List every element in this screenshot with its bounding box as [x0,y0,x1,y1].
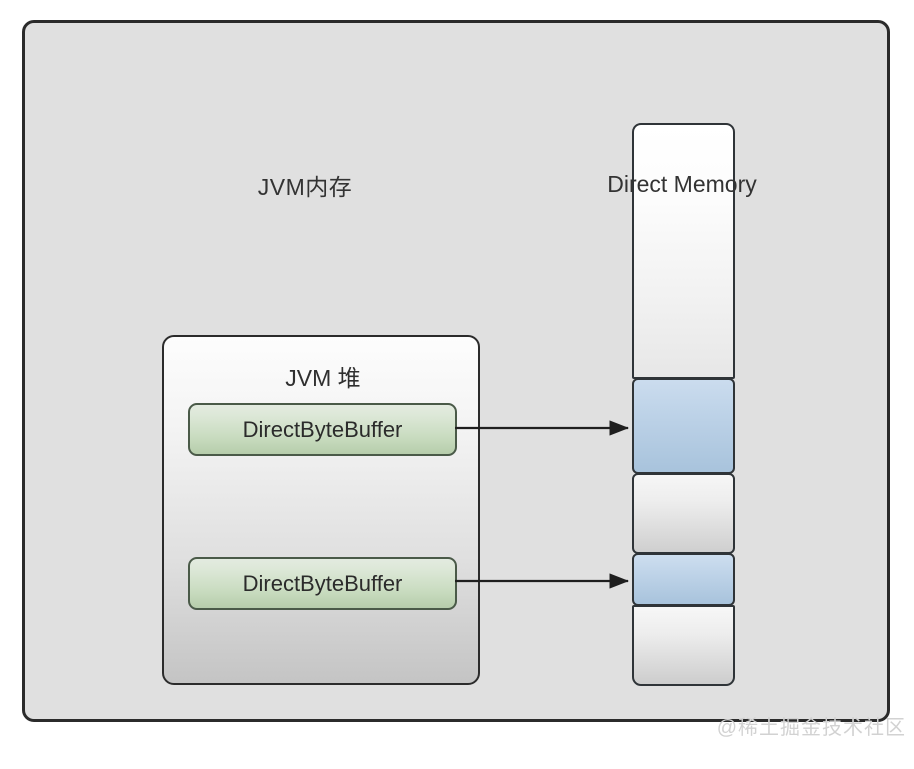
direct-memory-segment-allocated-1 [632,378,735,474]
direct-memory-column [632,123,735,686]
watermark: @稀土掘金技术社区 [716,717,906,739]
jvm-heap-label: JVM 堆 [285,365,361,391]
diagram-canvas: JVM内存 JVM 堆 DirectByteBuffer DirectByteB… [22,20,906,739]
direct-byte-buffer-label: DirectByteBuffer [242,416,403,442]
jvm-memory-container: JVM内存 JVM 堆 DirectByteBuffer DirectByteB… [22,20,890,722]
direct-byte-buffer-object-2[interactable]: DirectByteBuffer [188,557,457,610]
direct-memory-segment-free-middle [632,473,735,554]
direct-memory-segment-free-bottom [632,605,735,686]
jvm-heap-box: JVM 堆 DirectByteBuffer DirectByteBuffer [162,335,480,685]
direct-memory-segment-allocated-2 [632,553,735,606]
jvm-memory-label: JVM内存 [257,174,353,200]
direct-byte-buffer-label: DirectByteBuffer [242,570,403,596]
direct-memory-segment-free-top [632,123,735,379]
direct-byte-buffer-object-1[interactable]: DirectByteBuffer [188,403,457,456]
direct-memory-label: Direct Memory [607,171,757,197]
